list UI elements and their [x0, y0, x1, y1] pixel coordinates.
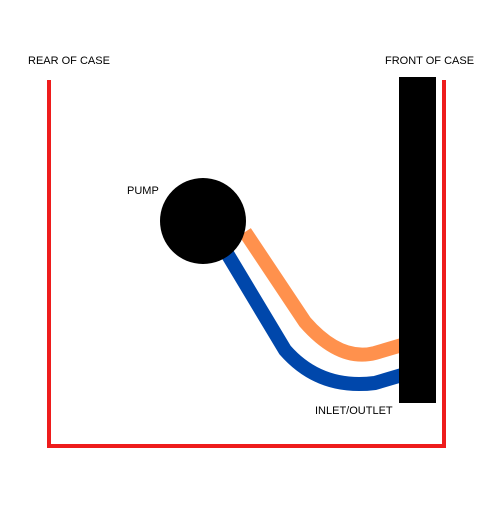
- tube-lower: [218, 246, 404, 391]
- tube-upper: [239, 228, 404, 362]
- inlet-outlet-label: INLET/OUTLET: [315, 405, 393, 417]
- front-of-case-label: FRONT OF CASE: [385, 55, 475, 67]
- case-outline: [47, 80, 446, 448]
- pump-icon: [160, 178, 246, 264]
- front-panel: [399, 77, 436, 403]
- rear-of-case-label: REAR OF CASE: [28, 55, 110, 67]
- pump-label: PUMP: [127, 185, 159, 197]
